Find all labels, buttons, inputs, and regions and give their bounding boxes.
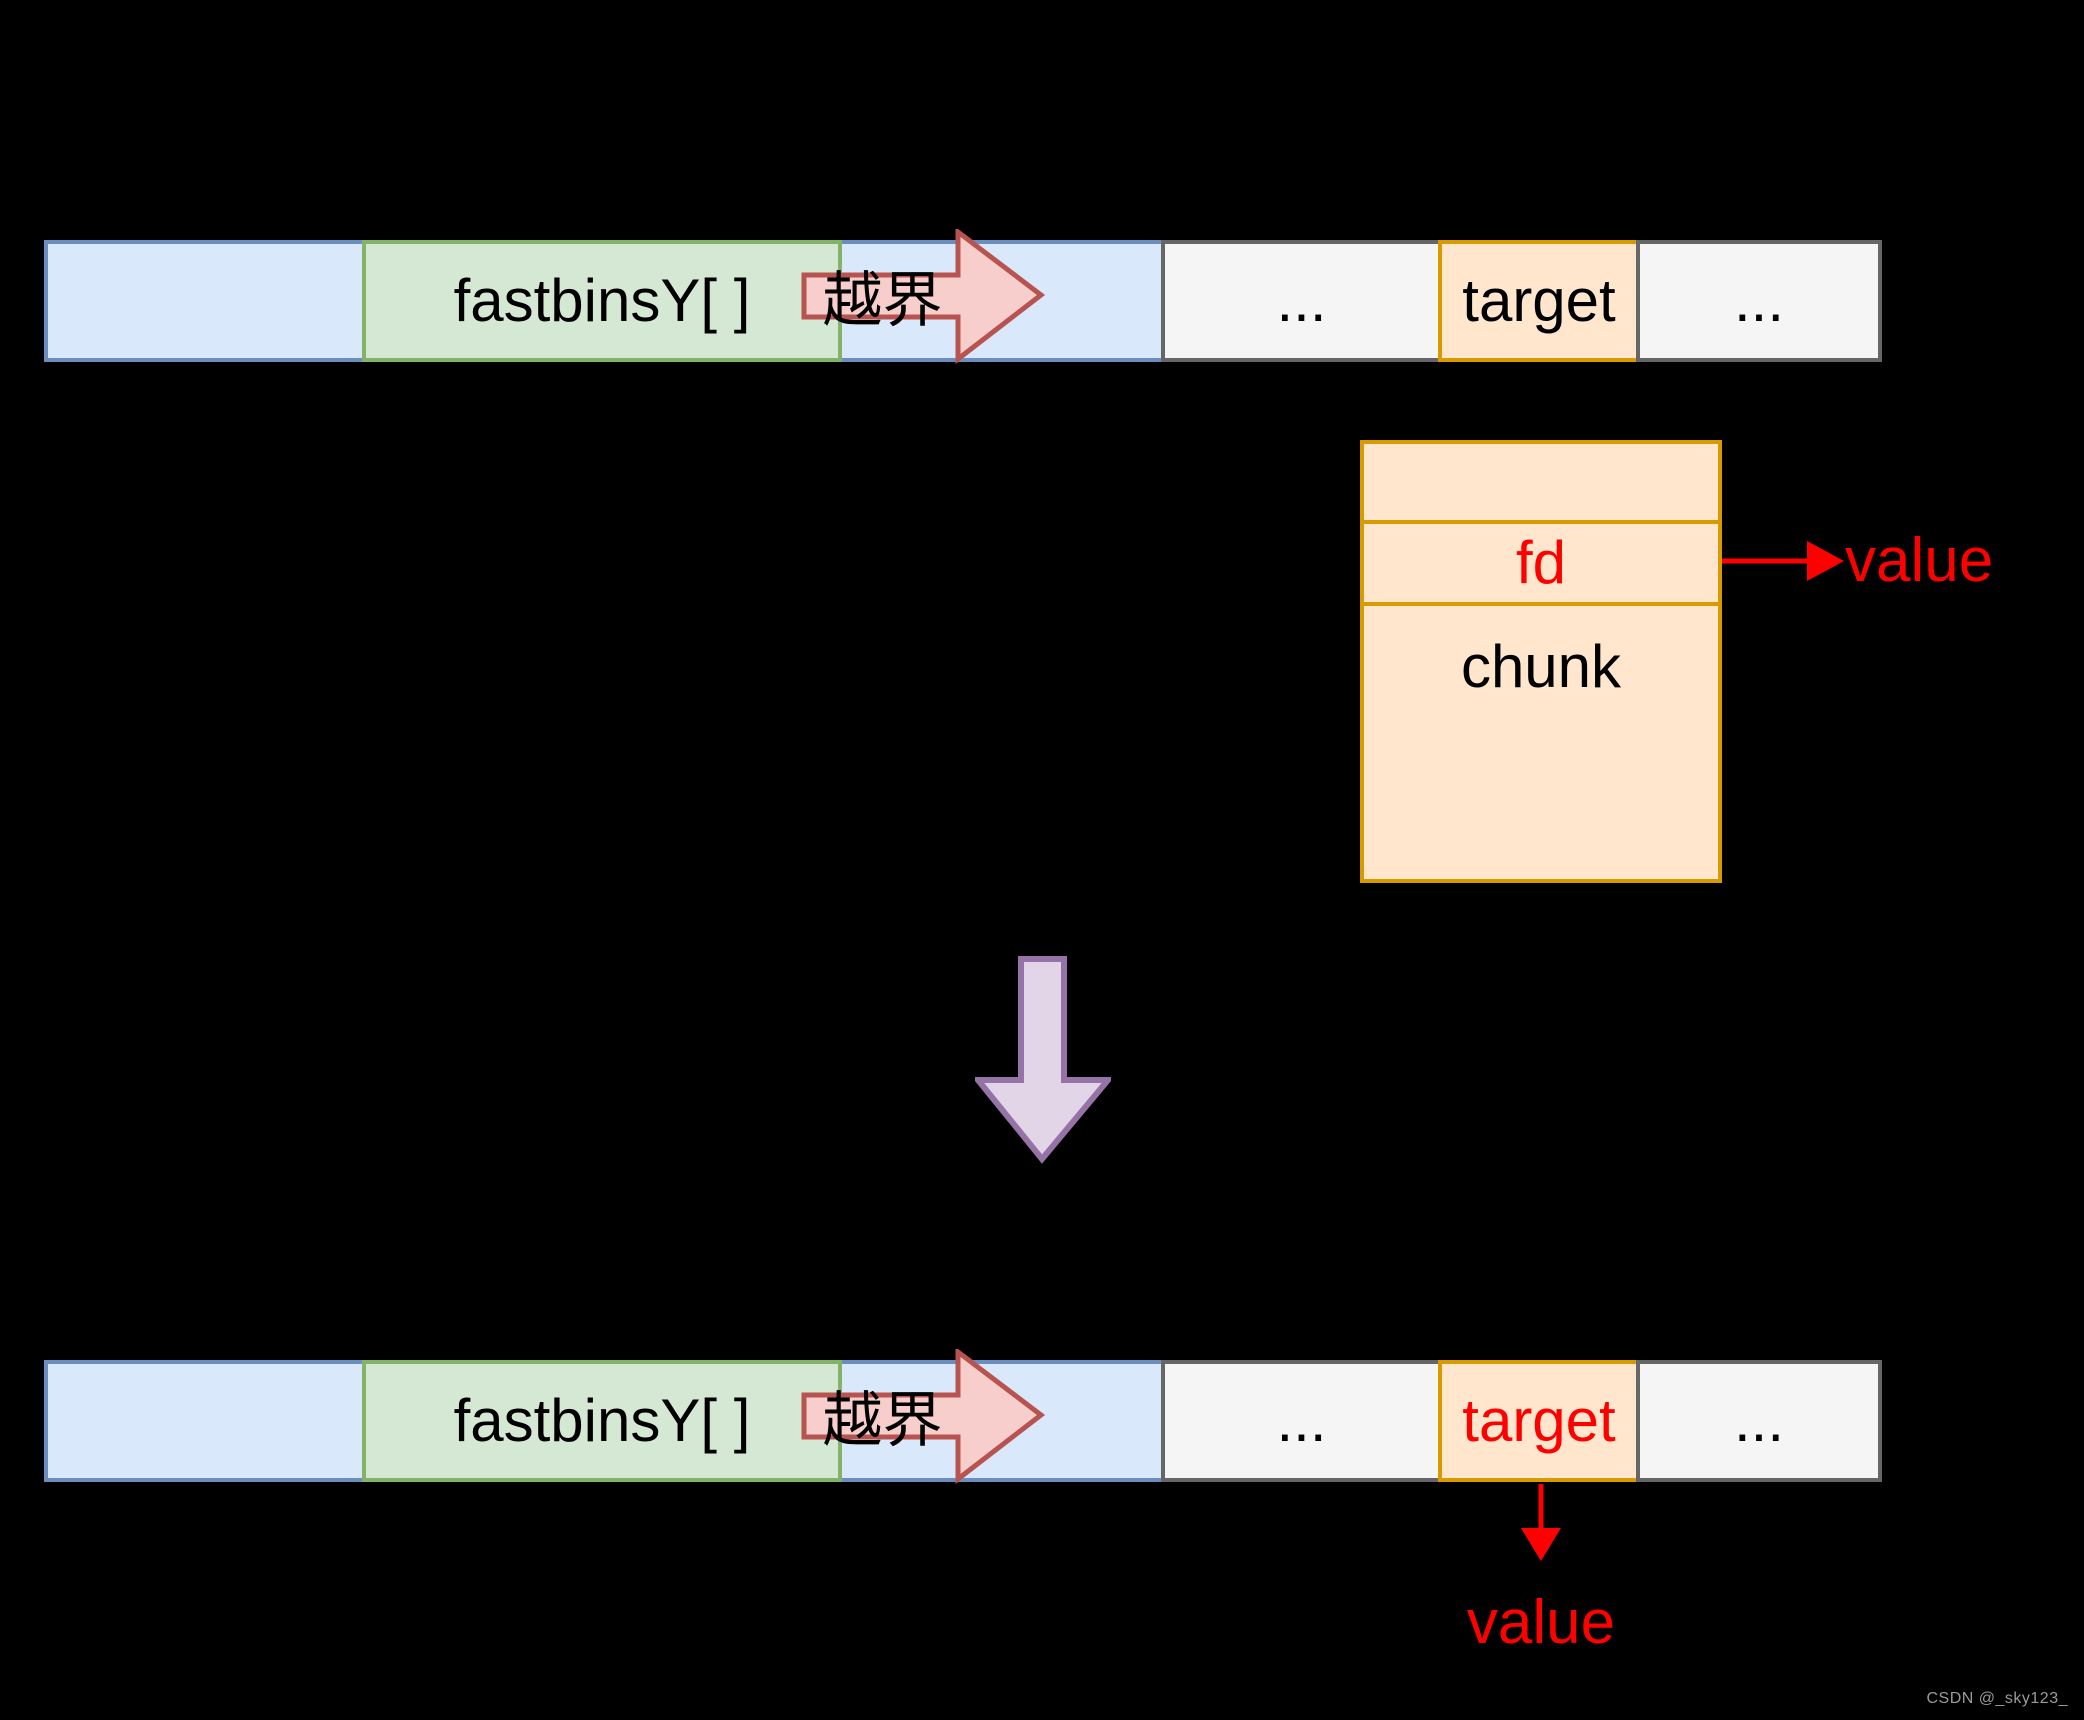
target-label-red: target bbox=[1462, 1387, 1616, 1454]
overflow-arrow-icon bbox=[801, 1349, 1046, 1485]
fd-pointer-arrow-icon bbox=[1722, 541, 1844, 581]
target-label: target bbox=[1462, 267, 1616, 334]
memory-bar-bottom: fastbinsY[ ] ... target ... 越界 bbox=[0, 1349, 2084, 1485]
overflow-arrow-label: 越界 bbox=[822, 267, 943, 334]
chunk-fd-row: fd bbox=[1515, 529, 1567, 596]
segment-fastbinsY: fastbinsY[ ] bbox=[362, 240, 842, 362]
memory-bar-top: fastbinsY[ ] ... target ... 越界 bbox=[0, 229, 2084, 365]
segment-target: target bbox=[1438, 1360, 1640, 1482]
watermark: CSDN @_sky123_ bbox=[1926, 1690, 2068, 1707]
chunk-box: fd chunk bbox=[1360, 440, 1722, 883]
chunk-row-divider bbox=[1364, 602, 1718, 606]
ellipsis-label: ... bbox=[1276, 267, 1327, 334]
target-pointer-arrow-icon bbox=[1521, 1484, 1561, 1561]
overflow-arrow-label: 越界 bbox=[822, 1387, 943, 1454]
ellipsis-label: ... bbox=[1276, 1387, 1327, 1454]
transform-down-arrow-icon bbox=[975, 956, 1111, 1164]
overflow-arrow-icon bbox=[801, 229, 1046, 365]
fd-value-label: value bbox=[1845, 526, 1994, 595]
segment-ellipsis-left: ... bbox=[1161, 1360, 1442, 1482]
segment-ellipsis-left: ... bbox=[1161, 240, 1442, 362]
segment-target: target bbox=[1438, 240, 1640, 362]
fastbinsY-label: fastbinsY[ ] bbox=[453, 267, 751, 334]
chunk-row-divider bbox=[1364, 520, 1718, 524]
segment-ellipsis-right: ... bbox=[1636, 1360, 1882, 1482]
ellipsis-label: ... bbox=[1733, 267, 1784, 334]
chunk-body-label: chunk bbox=[1460, 632, 1622, 700]
fastbinsY-label: fastbinsY[ ] bbox=[453, 1387, 751, 1454]
segment-fastbinsY: fastbinsY[ ] bbox=[362, 1360, 842, 1482]
ellipsis-label: ... bbox=[1733, 1387, 1784, 1454]
segment-ellipsis-right: ... bbox=[1636, 240, 1882, 362]
target-value-label: value bbox=[1466, 1588, 1616, 1657]
